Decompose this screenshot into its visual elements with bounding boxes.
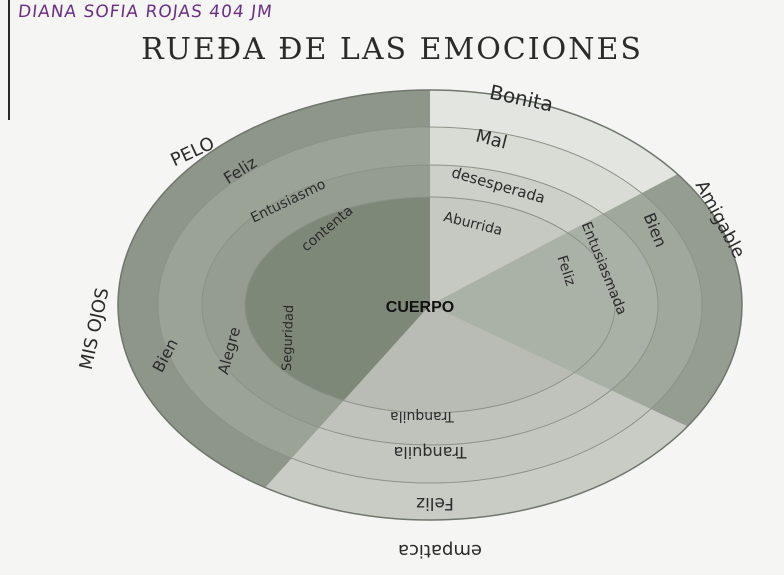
core-label-bottom: Tranquila <box>390 408 455 424</box>
center-label: CUERPO <box>386 299 454 316</box>
core-ring <box>245 197 615 413</box>
middle-label-bottom: Feliz <box>416 493 454 513</box>
margin-line <box>8 0 10 120</box>
worksheet-title: RUEĐA ĐE LAS EMOCIONES <box>141 32 643 67</box>
outer-label-bottom: empatica <box>398 540 482 561</box>
core-label-left: Seguridad <box>280 305 297 372</box>
inner-label-bottom: Tranquila <box>394 443 468 462</box>
outer-label-left: MIS OJOS <box>76 286 114 372</box>
